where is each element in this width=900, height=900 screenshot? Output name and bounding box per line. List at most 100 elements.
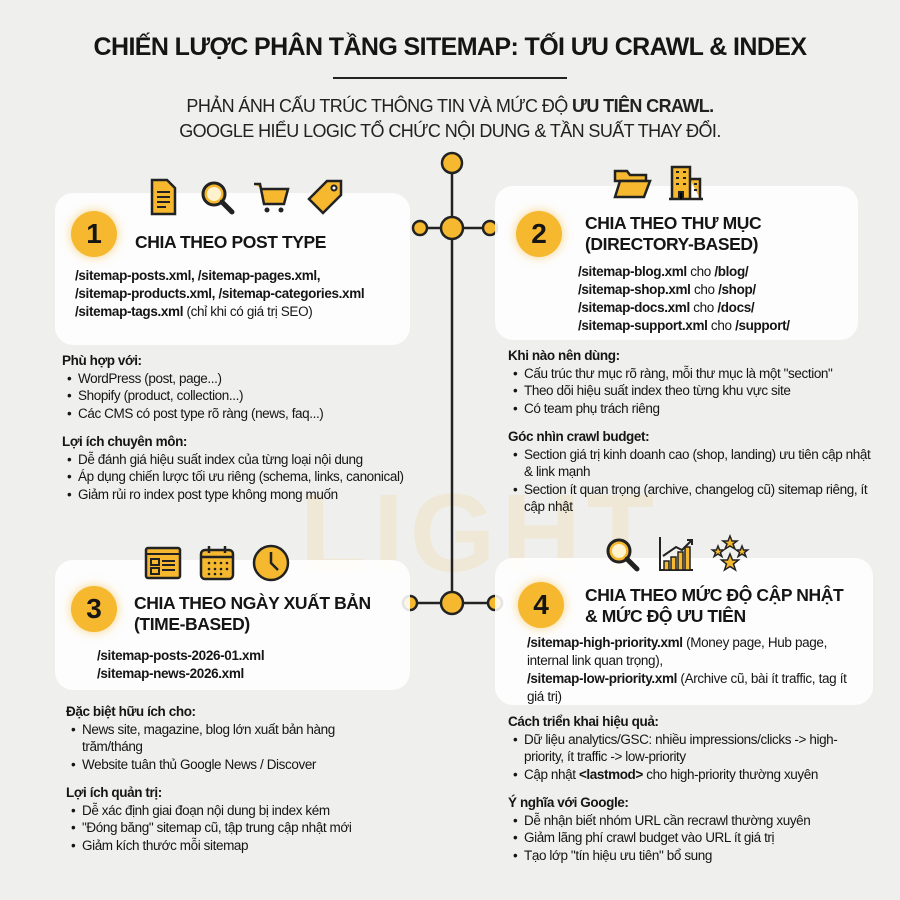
clock-icon	[251, 543, 291, 588]
sitemap-examples: /sitemap-blog.xml cho /blog//sitemap-sho…	[578, 263, 858, 335]
bullet-item: Dễ xác định giai đoạn nội dung bị index …	[66, 802, 386, 820]
bullet-text: Dễ đánh giá hiệu suất index của từng loạ…	[78, 451, 363, 467]
section-card	[495, 558, 873, 705]
detail-heading: Đặc biệt hữu ích cho:	[66, 704, 196, 719]
bullet-text: Giảm kích thước mỗi sitemap	[82, 837, 249, 853]
bullet-item: Theo dõi hiệu suất index theo từng khu v…	[508, 382, 873, 400]
detail-group: Ý nghĩa với Google:Dễ nhận biết nhóm URL…	[508, 794, 873, 864]
bullet-text: Section giá trị kinh doanh cao (shop, la…	[524, 446, 871, 480]
section-details: Phù hợp với: WordPress (post, page...)Sho…	[62, 352, 407, 514]
section-card	[495, 186, 858, 340]
section-number: 2	[516, 211, 562, 257]
search-icon	[602, 534, 642, 579]
timeline-node	[439, 215, 465, 241]
subtitle: PHẢN ÁNH CẤU TRÚC THÔNG TIN VÀ MỨC ĐỘ ƯU…	[0, 94, 900, 144]
detail-group: Đặc biệt hữu ích cho: News site, magazine…	[66, 703, 386, 773]
sitemap-filename: /sitemap-low-priority.xml	[527, 671, 678, 686]
section-title-line: & MỨC ĐỘ ƯU TIÊN	[585, 606, 746, 626]
timeline-node	[411, 219, 429, 237]
sitemap-example-line: /sitemap-tags.xml (chỉ khi có giá trị SE…	[75, 303, 415, 321]
sitemap-note: cho	[707, 318, 736, 333]
sitemap-example-line: /sitemap-products.xml, /sitemap-categori…	[75, 285, 415, 303]
sitemap-example-line: /sitemap-posts-2026-01.xml	[97, 647, 397, 665]
bullet-text: Dữ liệu analytics/GSC: nhiều impressions…	[524, 731, 838, 765]
sitemap-filename: /sitemap-shop.xml	[578, 282, 691, 297]
bullet-item: Website tuân thủ Google News / Discover	[66, 756, 386, 774]
bullet-item: Giảm rủi ro index post type không mong m…	[62, 486, 407, 504]
subtitle-line2: GOOGLE HIỂU LOGIC TỔ CHỨC NỘI DUNG & TẦN…	[179, 121, 721, 141]
section-card	[55, 193, 410, 345]
sitemap-example-line: /sitemap-news-2026.xml	[97, 665, 397, 683]
sitemap-filename: /shop/	[718, 282, 756, 297]
section-title: CHIA THEO THƯ MỤC(DIRECTORY-BASED)	[585, 213, 762, 255]
timeline-node	[439, 590, 465, 616]
bullet-text: Có team phụ trách riêng	[524, 400, 660, 416]
bullet-text: Áp dụng chiến lược tối ưu riêng (schema,…	[78, 469, 404, 484]
bullet-item: Giảm lãng phí crawl budget vào URL ít gi…	[508, 829, 873, 847]
bullet-item: WordPress (post, page...)	[62, 370, 407, 388]
subtitle-line1: PHẢN ÁNH CẤU TRÚC THÔNG TIN VÀ MỨC ĐỘ	[186, 96, 573, 116]
detail-group: Cách triển khai hiệu quả:Dữ liệu analyti…	[508, 713, 873, 783]
bullet-item: Shopify (product, collection...)	[62, 387, 407, 405]
detail-heading: Khi nào nên dùng:	[508, 348, 620, 363]
section-details: Khi nào nên dùng: Cấu trúc thư mục rõ ràn…	[508, 347, 873, 527]
section-title-line: CHIA THEO THƯ MỤC	[585, 213, 762, 233]
detail-heading: Phù hợp với:	[62, 353, 142, 368]
sitemap-filename: /sitemap-posts.xml, /sitemap-pages.xml,	[75, 268, 321, 283]
bullet-item: Có team phụ trách riêng	[508, 400, 873, 418]
sitemap-note: cho	[690, 282, 719, 297]
sitemap-examples: /sitemap-high-priority.xml (Money page, …	[527, 634, 857, 706]
section-icons	[602, 533, 750, 579]
section-card	[55, 560, 410, 690]
sitemap-filename: /sitemap-news-2026.xml	[97, 666, 244, 681]
section-title-line: (DIRECTORY-BASED)	[585, 234, 759, 254]
page-title: CHIẾN LƯỢC PHÂN TẦNG SITEMAP: TỐI ƯU CRA…	[93, 33, 808, 61]
bullet-text: Website tuân thủ Google News / Discover	[82, 756, 317, 772]
section-icons	[143, 177, 345, 222]
bullet-text: Theo dõi hiệu suất index theo từng khu v…	[524, 383, 791, 398]
sitemap-examples: /sitemap-posts.xml, /sitemap-pages.xml, /…	[75, 267, 415, 321]
bullet-text: Cấu trúc thư mục rõ ràng, mỗi thư mục là…	[524, 365, 833, 381]
section-details: Cách triển khai hiệu quả:Dữ liệu analyti…	[508, 713, 873, 875]
sitemap-example-line: /sitemap-posts.xml, /sitemap-pages.xml,	[75, 267, 415, 285]
sitemap-note: (Money page, Hub page, internal link qua…	[527, 635, 827, 668]
timeline-node	[440, 151, 464, 175]
bullet-item: Section ít quan trọng (archive, changelo…	[508, 481, 873, 516]
cart-icon	[251, 177, 291, 222]
detail-group: Phù hợp với: WordPress (post, page...)Sho…	[62, 352, 407, 422]
bullet-text: Tạo lớp "tín hiệu ưu tiên" bổ sung	[524, 847, 712, 863]
sitemap-example-line: /sitemap-docs.xml cho /docs/	[578, 299, 858, 317]
bullet-text: "Đóng băng" sitemap cũ, tập trung cập nh…	[82, 820, 352, 835]
sitemap-example-line: /sitemap-blog.xml cho /blog/	[578, 263, 858, 281]
bullet-item: Section giá trị kinh doanh cao (shop, la…	[508, 446, 873, 481]
section-icons	[143, 543, 291, 588]
sitemap-example-line: /sitemap-high-priority.xml (Money page, …	[527, 634, 857, 670]
document-icon	[143, 177, 183, 222]
bullet-text: Dễ xác định giai đoạn nội dung bị index …	[82, 802, 330, 818]
webpage-icon	[143, 543, 183, 588]
section-title-line: CHIA THEO MỨC ĐỘ CẬP NHẬT	[585, 585, 844, 605]
bullet-text: News site, magazine, blog lớn xuất bản h…	[82, 721, 335, 755]
sitemap-filename: /blog/	[714, 264, 749, 279]
sitemap-filename: /sitemap-posts-2026-01.xml	[97, 648, 265, 663]
bullet-text: Giảm rủi ro index post type không mong m…	[78, 486, 338, 502]
sitemap-example-line: /sitemap-low-priority.xml (Archive cũ, b…	[527, 670, 857, 706]
sitemap-filename: /sitemap-docs.xml	[578, 300, 690, 315]
detail-heading: Lợi ích chuyên môn:	[62, 434, 188, 449]
section-details: Đặc biệt hữu ích cho: News site, magazine…	[66, 703, 386, 865]
section-title-line: CHIA THEO POST TYPE	[135, 232, 327, 252]
section-number: 3	[71, 586, 117, 632]
section-title: CHIA THEO MỨC ĐỘ CẬP NHẬT& MỨC ĐỘ ƯU TIÊ…	[585, 585, 844, 627]
bullet-item: Giảm kích thước mỗi sitemap	[66, 837, 386, 855]
sitemap-filename: /sitemap-products.xml, /sitemap-categori…	[75, 286, 365, 301]
sitemap-example-line: /sitemap-shop.xml cho /shop/	[578, 281, 858, 299]
bullet-text: Dễ nhận biết nhóm URL cần recrawl thường…	[524, 812, 811, 828]
calendar-icon	[197, 543, 237, 588]
sitemap-note: (Archive cũ, bài ít traffic, tag ít giá …	[527, 671, 847, 704]
sitemap-note: cho	[689, 300, 718, 315]
section-icons	[612, 163, 706, 208]
sitemap-filename: /sitemap-tags.xml	[75, 304, 184, 319]
title-divider	[333, 77, 567, 79]
sitemap-note: cho	[686, 264, 715, 279]
bullet-item: News site, magazine, blog lớn xuất bản h…	[66, 721, 386, 756]
